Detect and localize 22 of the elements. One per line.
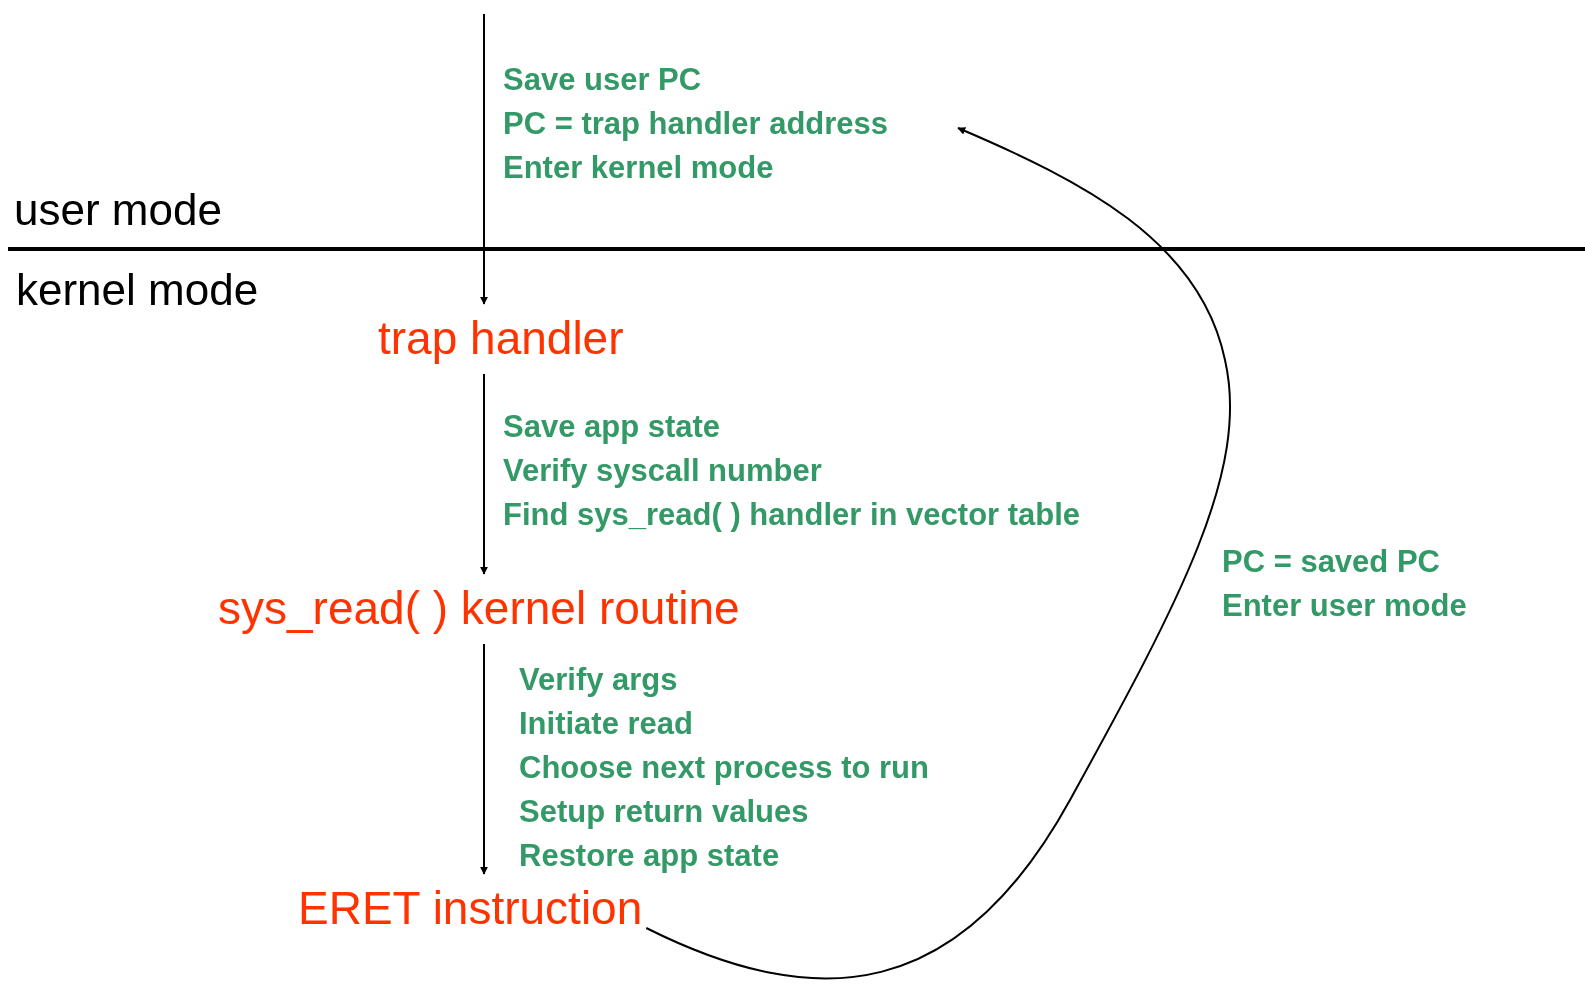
step-title: sys_read( ) kernel routine [218, 582, 740, 634]
arrow [480, 373, 488, 575]
step-text: Restore app state [519, 837, 780, 875]
step-text: Setup return values [519, 793, 809, 831]
step-text: Find sys_read( ) handler in vector table [503, 496, 1081, 534]
arrow [645, 127, 1231, 979]
step-text: Enter user mode [1222, 587, 1467, 625]
step-text: Enter kernel mode [503, 149, 775, 187]
step-title: ERET instruction [298, 882, 643, 934]
step-text: Choose next process to run [519, 749, 929, 787]
step-text: Verify syscall number [503, 452, 822, 490]
mode-label: kernel mode [16, 265, 259, 315]
step-text: PC = trap handler address [503, 105, 889, 143]
step-text: PC = saved PC [1222, 543, 1440, 581]
step-title: trap handler [378, 312, 624, 364]
mode-label: user mode [14, 185, 222, 235]
step-text: Save app state [503, 408, 721, 446]
step-text: Verify args [519, 661, 678, 699]
arrow [480, 643, 488, 875]
step-text: Initiate read [519, 705, 693, 743]
arrow [480, 13, 488, 305]
step-text: Save user PC [503, 61, 703, 99]
